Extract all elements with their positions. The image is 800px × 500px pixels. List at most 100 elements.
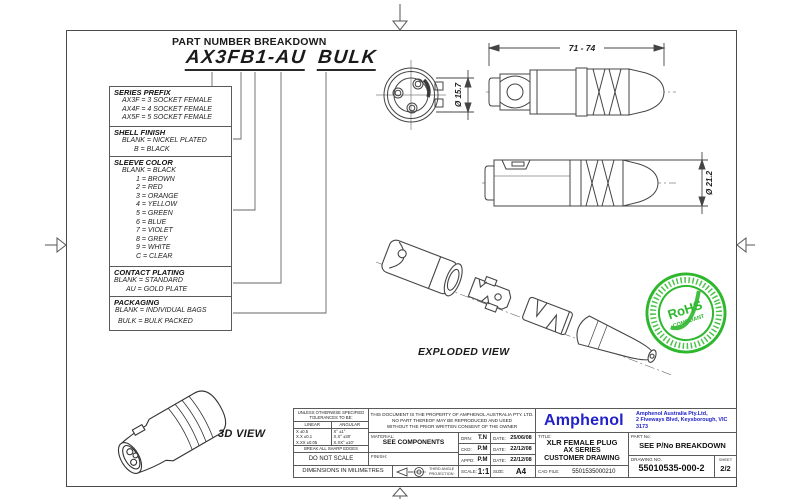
tolerance-value: X.X° ±30'	[333, 434, 351, 440]
appd-label: APPD:	[461, 457, 475, 463]
contact-plating-title: CONTACT PLATING	[114, 268, 185, 277]
tolerance-value: X° ±1°	[333, 428, 346, 434]
drn-value: T.N	[478, 435, 487, 441]
tolerance-header: UNLESS OTHERWISE SPECIFIED	[297, 410, 365, 415]
drawing-number-value: 55010535-000-2	[638, 463, 705, 473]
dimensions-note-cell: DIMENSIONS IN MILIMETRES	[293, 465, 393, 478]
centering-mark-left-icon	[45, 236, 67, 254]
part-number-leader-lines	[211, 72, 327, 314]
finish-option: B = BLACK	[134, 145, 170, 153]
color-option: 4 = YELLOW	[136, 201, 177, 209]
tolerance-value: X.X ±0.1	[296, 434, 313, 440]
sheet-value: 2/2	[720, 464, 731, 473]
brand-cell: Amphenol Amphenol Australia Pty.Ltd, 2 F…	[535, 408, 737, 433]
size-cell: SIZE: A4	[490, 465, 536, 478]
color-option: 7 = VIOLET	[136, 227, 173, 235]
brand-address-line: 2 Fiveways Blvd, Keysborough, VIC 3173	[636, 417, 728, 430]
material-value: SEE COMPONENTS	[382, 439, 445, 446]
body-diameter-label: Ø 21.2	[705, 170, 714, 195]
color-option: 9 = WHITE	[136, 244, 171, 252]
do-not-scale-text: DO NOT SCALE	[308, 456, 354, 462]
contact-plating-box: CONTACT PLATING BLANK = STANDARD AU = GO…	[109, 266, 232, 297]
property-notice-cell: THIS DOCUMENT IS THE PROPERTY OF AMPHENO…	[368, 408, 536, 433]
property-notice-line: WITHOUT THE PRIOR WRITTEN CONSENT OF THE…	[386, 424, 518, 429]
tolerance-box: UNLESS OTHERWISE SPECIFIED TOLERANCES TO…	[293, 408, 369, 453]
series-option: AX4F = 4 SOCKET FEMALE	[122, 105, 212, 113]
rohs-stamp-icon: RoHS COMPLIANT	[645, 272, 727, 354]
exploded-view-label: EXPLODED VIEW	[418, 346, 510, 358]
date-label: DATE:	[493, 435, 506, 441]
tolerance-value: X ±0.5	[296, 428, 309, 434]
break-edges-note: BREAK ALL SHARP EDGES	[304, 446, 358, 452]
packaging-box: PACKAGING BLANK = INDIVIDUAL BAGS BULK =…	[109, 296, 232, 331]
drn-label: DRN:	[461, 435, 472, 441]
plating-option: BLANK = STANDARD	[114, 277, 183, 284]
plating-option: AU = GOLD PLATE	[126, 285, 188, 293]
sheet-cell: SHEET 2/2	[714, 455, 737, 478]
angular-column-header: ANGULAR	[331, 422, 368, 429]
scale-label: SCALE:	[461, 469, 478, 474]
part-number-value: SEE P/No BREAKDOWN	[639, 441, 726, 450]
part-number-cell: PART No: SEE P/No BREAKDOWN	[628, 432, 737, 456]
tolerance-value: X.XX° ±10'	[333, 439, 354, 445]
cad-file-label: CAD FILE:	[538, 469, 560, 474]
sheet-label: SHEET	[718, 457, 733, 462]
property-notice-line: THIS DOCUMENT IS THE PROPERTY OF AMPHENO…	[370, 412, 534, 417]
part-number-prefix: AX3FB1-AU	[184, 47, 308, 71]
body-diameter-dimension: Ø 21.2	[615, 152, 714, 214]
property-notice-line: NO PART THEREOF MAY BE REPRODUCED AND US…	[392, 418, 512, 423]
sleeve-color-title: SLEEVE COLOR	[114, 158, 173, 167]
centering-mark-right-icon	[736, 236, 755, 254]
scale-cell: SCALE: 1:1	[458, 465, 491, 478]
side-view-rotated-drawing	[482, 159, 676, 207]
packaging-option: BULK = BULK PACKED	[118, 317, 193, 325]
series-prefix-box: SERIES PREFIX AX3F = 3 SOCKET FEMALE AX4…	[109, 86, 232, 127]
linear-column-header: LINEAR	[294, 422, 331, 429]
exploded-view-drawing	[375, 239, 675, 377]
packaging-title: PACKAGING	[114, 298, 160, 307]
series-prefix-title: SERIES PREFIX	[114, 88, 171, 97]
part-number-breakdown-heading: PART NUMBER BREAKDOWN	[172, 36, 327, 48]
drawing-title-line: CUSTOMER DRAWING	[544, 455, 620, 462]
drawing-title-line: AX SERIES	[563, 447, 601, 454]
brand-address-line: Amphenol Australia Pty.Ltd,	[636, 410, 708, 417]
date-label: DATE:	[493, 457, 506, 463]
material-label: MATERIAL:	[371, 434, 395, 439]
finish-option: BLANK = NICKEL PLATED	[122, 137, 207, 144]
amphenol-logo: Amphenol	[544, 411, 624, 429]
front-view-drawing	[376, 60, 446, 130]
drawing-title-line: XLR FEMALE PLUG	[546, 438, 618, 447]
finish-label: FINISH:	[371, 454, 388, 459]
scale-value: 1:1	[477, 467, 490, 476]
threed-view-label: 3D VIEW	[218, 428, 266, 440]
series-option: AX3F = 3 SOCKET FEMALE	[122, 97, 212, 104]
do-not-scale-cell: DO NOT SCALE	[293, 452, 369, 466]
color-option: 3 = ORANGE	[136, 192, 179, 200]
size-value: A4	[515, 467, 527, 476]
length-dimension-label: 71 - 74	[569, 43, 596, 53]
material-cell: MATERIAL: SEE COMPONENTS	[368, 432, 459, 453]
tolerance-header: TOLERANCES TO BE:	[309, 414, 353, 420]
ckd-value: P.M	[477, 446, 488, 452]
appd-date: 22/12/08	[510, 457, 532, 463]
appd-value: P.M	[477, 457, 488, 463]
length-dimension: 71 - 74	[487, 43, 666, 66]
shell-finish-title: SHELL FINISH	[114, 128, 166, 137]
threed-view-drawing	[117, 390, 227, 474]
finish-cell: FINISH:	[368, 452, 459, 466]
color-option: BLANK = BLACK	[122, 167, 176, 174]
drawing-number-cell: DRAWING NO. 55010535-000-2	[628, 455, 715, 478]
cad-file-cell: CAD FILE: 5501535000210	[535, 465, 629, 478]
part-number-label: PART No:	[631, 434, 651, 439]
color-option: C = CLEAR	[136, 252, 173, 260]
packaging-option: BLANK = INDIVIDUAL BAGS	[115, 307, 207, 314]
series-option: AX5F = 5 SOCKET FEMALE	[122, 114, 212, 122]
title-cell: TITLE: XLR FEMALE PLUG AX SERIES CUSTOME…	[535, 432, 629, 466]
centering-mark-bottom-icon	[391, 487, 409, 499]
title-label: TITLE:	[538, 434, 552, 439]
centering-mark-top-icon	[391, 4, 409, 31]
projection-label: THIRD ANGLE	[429, 467, 455, 472]
